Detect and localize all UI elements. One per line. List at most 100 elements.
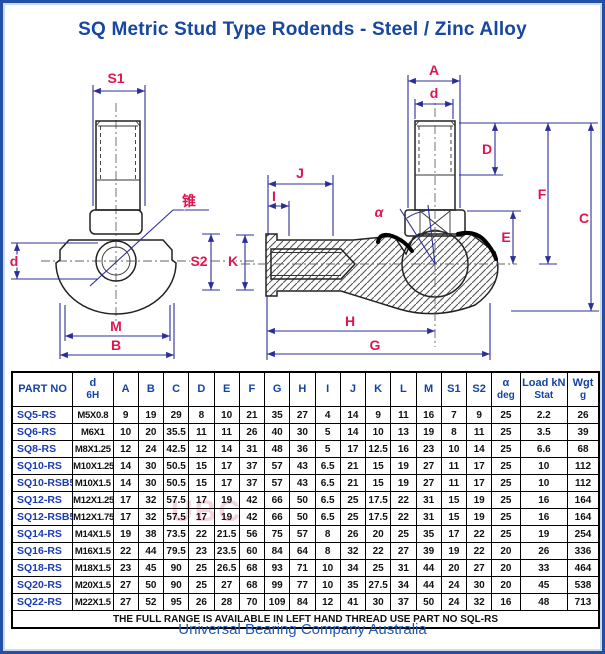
dim-label-g: G [370,337,381,353]
part-no-cell: SQ18-RS [11,559,74,577]
dim-cell: 22 [466,542,493,560]
dim-cell: 12 [112,440,139,458]
dim-cell: 25 [188,559,215,577]
dim-cell: 10 [314,576,341,594]
part-no-cell: SQ5-RS [11,406,74,424]
dim-cell: 75 [264,525,291,543]
dim-cell: 8 [314,542,341,560]
dim-cell: 25 [365,559,392,577]
dim-cell: 10 [519,457,569,475]
dim-cell: 20 [365,525,392,543]
dim-cell: 39 [567,423,600,441]
dim-cell: 50 [137,576,165,594]
dim-cell: 112 [567,457,600,475]
dim-cell: 17 [466,457,493,475]
dim-cell: 25 [491,525,521,543]
dim-cell: 25 [491,457,521,475]
dim-cell: 11 [390,406,417,424]
dim-cell: M10X1.25 [72,457,114,475]
dim-cell: 12 [314,593,341,611]
dim-cell: 35.5 [163,423,190,441]
dim-cell: 43 [289,474,316,492]
dim-cell: M12X1.75 [72,508,114,526]
dim-cell: 64 [289,542,316,560]
dim-label-h: H [345,313,355,329]
dim-cell: 11 [188,423,215,441]
dim-cell: 42 [238,508,266,526]
part-no-cell: SQ8-RS [11,440,74,458]
page-title: SQ Metric Stud Type Rodends - Steel / Zi… [78,19,527,40]
dim-cell: 32 [339,542,367,560]
dim-cell: M5X0.8 [72,406,114,424]
dim-cell: 35 [264,406,291,424]
column-header: M [415,371,442,407]
dim-cell: 25 [491,406,521,424]
dim-cell: 16 [519,491,569,509]
dim-cell: 93 [264,559,291,577]
part-no-cell: SQ6-RS [11,423,74,441]
dim-cell: 5 [314,440,341,458]
dim-cell: 45 [137,559,165,577]
dim-cell: 17 [112,491,139,509]
dim-cell: 71 [289,559,316,577]
dim-cell: 50 [415,593,442,611]
dim-cell: 25 [491,440,521,458]
dim-cell: 3.5 [519,423,569,441]
dim-cell: 26 [339,525,367,543]
dim-cell: 50 [289,491,316,509]
dim-cell: 17 [188,508,215,526]
dim-cell: 10 [112,423,139,441]
dim-cell: 17 [466,474,493,492]
dim-cell: 12.5 [365,440,392,458]
dim-cell: 22 [112,542,139,560]
dim-cell: 68 [238,559,266,577]
part-no-cell: SQ22-RS [11,593,74,611]
dim-label-f: F [538,186,547,202]
dim-cell: 19 [466,491,493,509]
dim-cell: 9 [112,406,139,424]
dim-cell: 66 [264,508,291,526]
dim-cell: 23 [188,542,215,560]
dim-cell: 19 [390,474,417,492]
column-header: K [365,371,392,407]
dim-cell: 34 [390,576,417,594]
dim-cell: 44 [415,559,442,577]
dim-cell: 39 [415,542,442,560]
dim-cell: 17.5 [365,508,392,526]
dim-label-s2: S2 [190,253,207,269]
dim-cell: 57 [264,457,291,475]
dim-cell: 52 [137,593,165,611]
dim-cell: 36 [289,440,316,458]
dim-cell: 34 [339,559,367,577]
dim-cell: 90 [163,559,190,577]
company-name: Universal Bearing Company Australia [178,621,427,638]
dim-cell: 25 [188,576,215,594]
dim-cell: 24 [440,576,468,594]
dim-cell: 27.5 [365,576,392,594]
dim-cell: 56 [238,525,266,543]
dim-cell: 30 [466,576,493,594]
dim-cell: 16 [390,440,417,458]
dim-cell: 33 [519,559,569,577]
dim-cell: 50 [289,508,316,526]
dim-cell: 14 [112,457,139,475]
dim-cell: 31 [238,440,266,458]
dim-cell: 15 [188,474,215,492]
dim-cell: 20 [137,423,165,441]
dim-cell: M22X1.5 [72,593,114,611]
dim-cell: 60 [238,542,266,560]
dim-label-b: B [111,337,121,353]
dim-cell: M12X1.25 [72,491,114,509]
dim-cell: 26 [567,406,600,424]
dim-cell: 11 [440,474,468,492]
